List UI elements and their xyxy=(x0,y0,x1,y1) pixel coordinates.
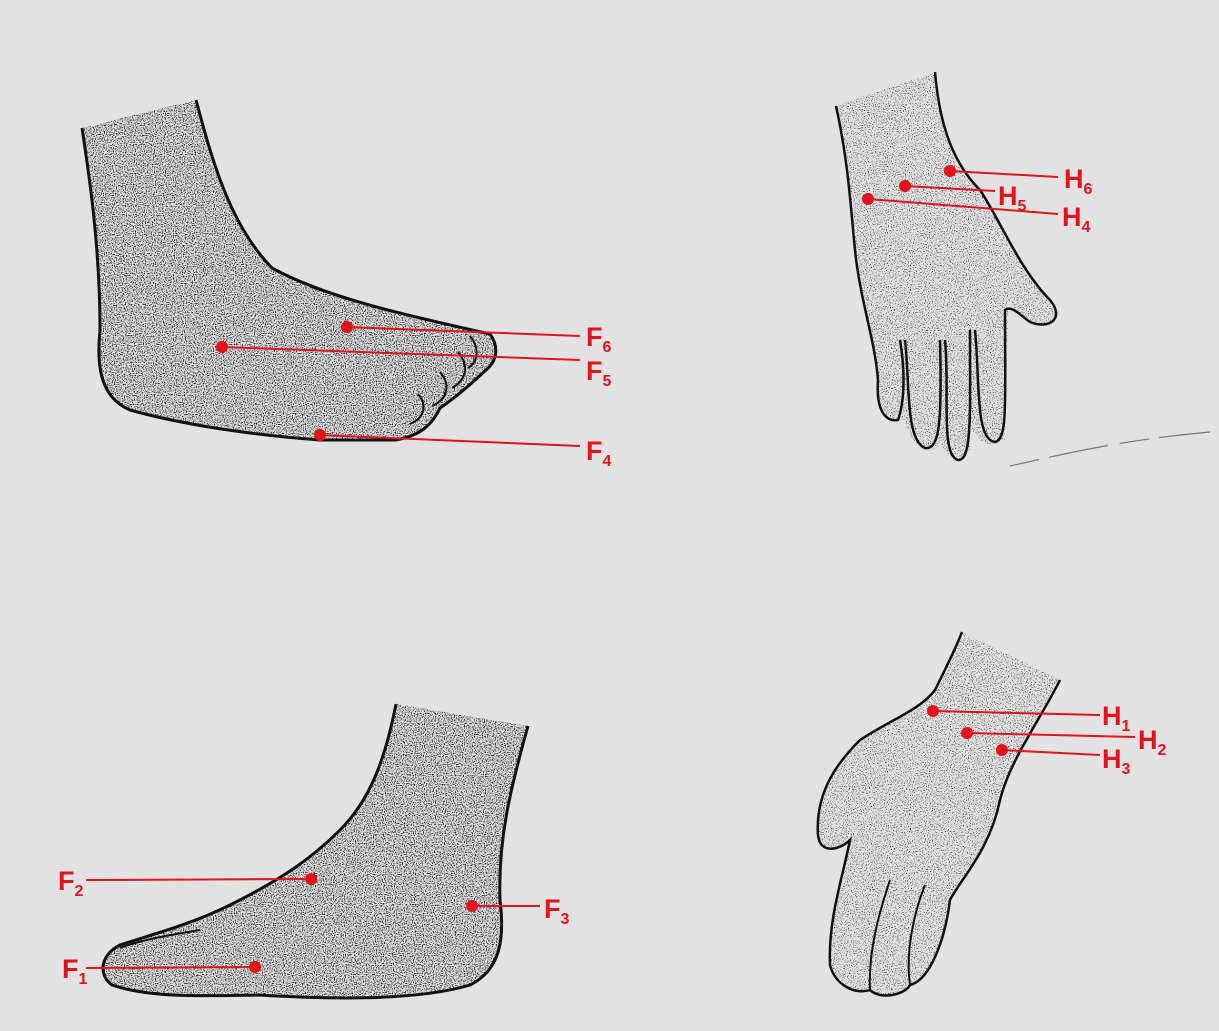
point-index: 1 xyxy=(1122,718,1131,735)
point-dot-h4 xyxy=(862,193,874,205)
point-f6: F6 xyxy=(341,321,612,356)
leader-line-f5 xyxy=(221,346,581,361)
point-label-h3: H3 xyxy=(1102,744,1131,778)
point-h2: H2 xyxy=(961,725,1167,759)
point-h3: H3 xyxy=(996,744,1131,778)
point-dot-f5 xyxy=(216,341,228,353)
finger-line xyxy=(868,879,926,991)
point-label-f4: F4 xyxy=(586,436,612,470)
point-dot-f3 xyxy=(466,900,478,912)
point-index: 3 xyxy=(561,911,570,928)
point-letter: F xyxy=(586,322,603,352)
point-label-h1: H1 xyxy=(1102,701,1131,735)
leader-line-h4 xyxy=(867,198,1059,215)
toe-line xyxy=(409,335,478,425)
point-label-f1: F1 xyxy=(62,954,88,988)
leader-line-f2 xyxy=(85,878,312,881)
point-label-f3: F3 xyxy=(544,894,570,928)
point-f2: F2 xyxy=(58,866,317,900)
point-h6: H6 xyxy=(944,164,1093,198)
point-letter: F xyxy=(586,436,603,466)
point-letter: F xyxy=(544,894,561,924)
point-label-h4: H4 xyxy=(1062,202,1091,236)
point-label-f5: F5 xyxy=(586,356,612,390)
foot-top-view xyxy=(80,99,498,442)
point-label-f2: F2 xyxy=(58,866,84,900)
point-dot-f2 xyxy=(305,873,317,885)
leader-line-f4 xyxy=(319,434,581,447)
leader-line-h2 xyxy=(966,732,1136,738)
leader-line-f1 xyxy=(85,966,256,969)
point-f1: F1 xyxy=(62,954,261,988)
point-letter: F xyxy=(586,356,603,386)
point-f5: F5 xyxy=(216,341,612,390)
point-index: 1 xyxy=(79,971,88,988)
point-dot-h3 xyxy=(996,744,1008,756)
leader-line-h1 xyxy=(932,710,1101,716)
leader-line-h5 xyxy=(904,185,996,192)
point-index: 3 xyxy=(1122,761,1131,778)
point-index: 5 xyxy=(603,373,612,390)
leader-line-h3 xyxy=(1001,749,1101,756)
point-letter: H xyxy=(1102,701,1122,731)
foot-inner-outline xyxy=(101,703,530,1000)
point-letter: H xyxy=(1102,744,1122,774)
point-index: 2 xyxy=(75,883,84,900)
hand-back-shading xyxy=(836,72,1057,458)
point-f4: F4 xyxy=(314,429,612,470)
hand-palm-view xyxy=(816,631,1062,997)
point-index: 4 xyxy=(1082,219,1091,236)
point-label-f6: F6 xyxy=(586,322,612,356)
point-letter: H xyxy=(1062,202,1082,232)
point-h5: H5 xyxy=(899,180,1027,215)
table-edge-line xyxy=(1009,431,1211,467)
point-letter: H xyxy=(998,181,1018,211)
point-h4: H4 xyxy=(862,193,1091,236)
point-dot-h6 xyxy=(944,165,956,177)
point-letter: F xyxy=(62,954,79,984)
point-index: 6 xyxy=(1084,181,1093,198)
hand-back-view xyxy=(834,71,1211,467)
point-letter: H xyxy=(1064,164,1084,194)
point-index: 6 xyxy=(603,339,612,356)
foot-top-outline xyxy=(80,99,498,442)
leader-line-h6 xyxy=(949,170,1059,178)
point-letter: H xyxy=(1138,725,1158,755)
point-index: 5 xyxy=(1018,198,1027,215)
point-index: 4 xyxy=(603,453,612,470)
foot-inner-view xyxy=(101,703,530,1000)
leader-line-f6 xyxy=(346,326,581,337)
foot-inner-shading xyxy=(102,704,529,998)
point-dot-h1 xyxy=(927,705,939,717)
point-dot-f6 xyxy=(341,321,353,333)
point-dot-f4 xyxy=(314,429,326,441)
hand-palm-outline xyxy=(816,631,1062,997)
point-label-h2: H2 xyxy=(1138,725,1167,759)
point-index: 2 xyxy=(1158,742,1167,759)
point-label-h5: H5 xyxy=(998,181,1027,215)
foot-top-shading xyxy=(82,100,496,440)
point-h1: H1 xyxy=(927,701,1131,735)
hand-back-outline xyxy=(834,71,1058,462)
big-toe-line xyxy=(119,929,201,949)
point-dot-f1 xyxy=(249,961,261,973)
point-dot-h2 xyxy=(961,727,973,739)
point-dot-h5 xyxy=(899,180,911,192)
point-letter: F xyxy=(58,866,75,896)
point-f3: F3 xyxy=(466,894,570,928)
point-label-h6: H6 xyxy=(1064,164,1093,198)
hand-palm-shading xyxy=(817,632,1060,996)
